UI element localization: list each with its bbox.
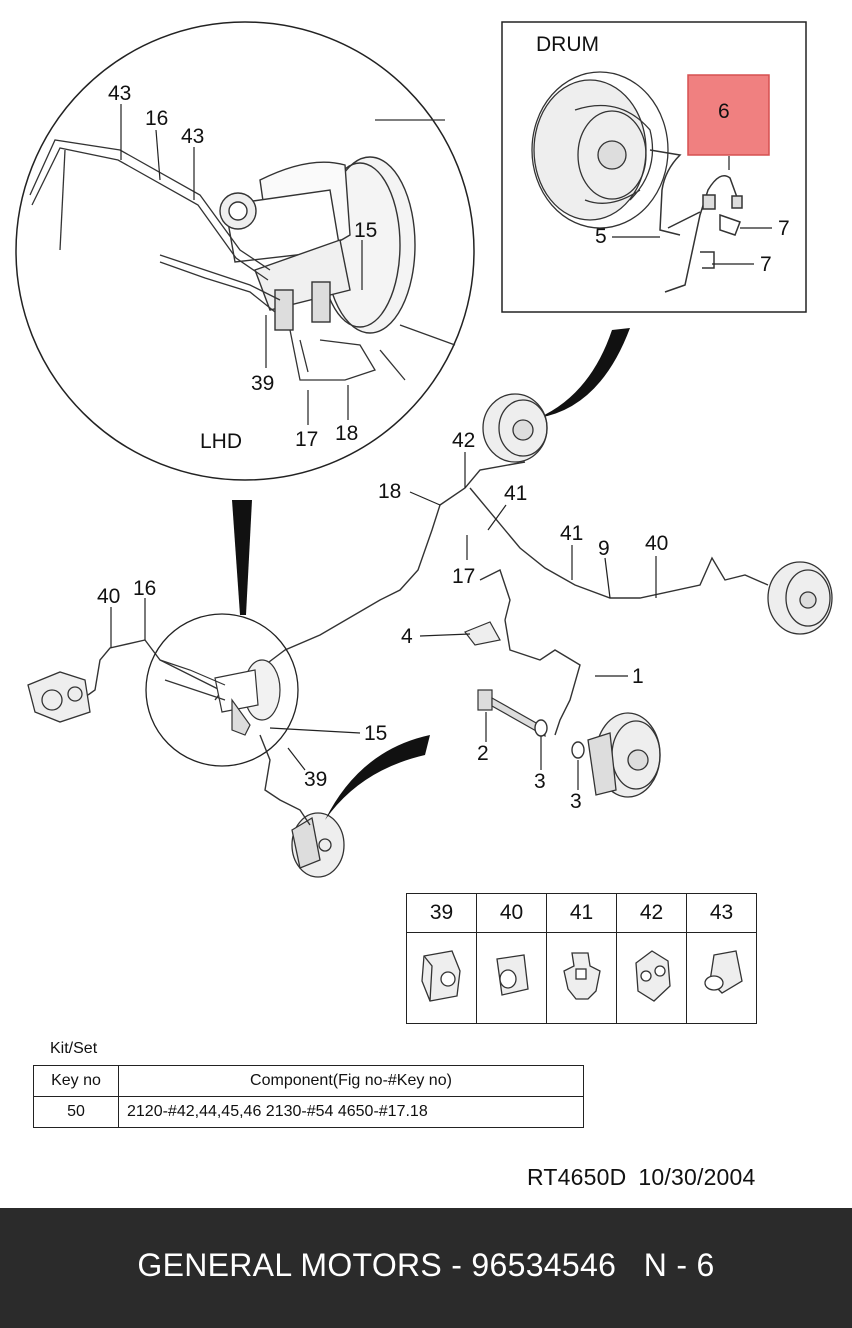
kit-header-component: Component(Fig no-#Key no) xyxy=(118,1065,584,1097)
footer-part-number: 96534546 xyxy=(471,1246,617,1283)
inset-leader-lines xyxy=(612,156,772,265)
clip-header: 40 xyxy=(476,893,547,933)
kit-table: Key no Component(Fig no-#Key no) 50 2120… xyxy=(33,1065,584,1128)
booster-assembly xyxy=(219,156,416,334)
main-label-17: 17 xyxy=(452,565,475,588)
front-brake-disc xyxy=(587,712,661,798)
inset-brake-hose xyxy=(649,149,743,293)
footer-bar: GENERAL MOTORS - 96534546 N - 6 xyxy=(0,1208,852,1328)
detail-label-16: 16 xyxy=(145,107,168,130)
detail-label-39: 39 xyxy=(251,372,274,395)
clip-42-icon xyxy=(616,932,687,1024)
main-label-41a: 41 xyxy=(504,482,527,505)
front-left-caliper xyxy=(27,671,91,723)
main-label-42: 42 xyxy=(452,429,475,452)
detail-side-label: LHD xyxy=(200,430,242,453)
main-label-2: 2 xyxy=(477,742,489,765)
drawing-reference: RT4650D 10/30/2004 xyxy=(527,1164,756,1191)
footer-page-code: N - 6 xyxy=(643,1246,715,1283)
drum-backing-plate xyxy=(531,71,669,229)
main-label-40a: 40 xyxy=(645,532,668,555)
highlight-key-6: 6 xyxy=(718,100,730,123)
main-label-40b: 40 xyxy=(97,585,120,608)
main-label-15: 15 xyxy=(364,722,387,745)
main-label-39: 39 xyxy=(304,768,327,791)
main-label-3b: 3 xyxy=(570,790,582,813)
inset-pointer xyxy=(538,328,630,418)
clip-header: 42 xyxy=(616,893,687,933)
clip-header: 43 xyxy=(686,893,757,933)
bolt-2 xyxy=(477,689,546,738)
main-label-9: 9 xyxy=(598,537,610,560)
inset-label-7b: 7 xyxy=(760,253,772,276)
detail-label-43b: 43 xyxy=(181,125,204,148)
clip-header: 41 xyxy=(546,893,617,933)
rear-drum-top xyxy=(482,393,548,463)
clip-40-icon xyxy=(476,932,547,1024)
kit-row-key: 50 xyxy=(33,1096,119,1128)
main-label-16: 16 xyxy=(133,577,156,600)
inset-label-7a: 7 xyxy=(778,217,790,240)
main-label-3a: 3 xyxy=(534,770,546,793)
inset-label-5: 5 xyxy=(595,225,607,248)
ref-date: 10/30/2004 xyxy=(638,1164,756,1190)
kit-title: Kit/Set xyxy=(50,1040,98,1057)
bottom-pointer xyxy=(325,735,430,820)
clip-41-icon xyxy=(546,932,617,1024)
rear-drum-right xyxy=(767,561,833,635)
ref-code: RT4650D xyxy=(527,1164,627,1190)
brake-line-diagram: DRUM 6 5 7 7 xyxy=(15,21,833,878)
main-label-41b: 41 xyxy=(560,522,583,545)
main-label-18: 18 xyxy=(378,480,401,503)
clip-header: 39 xyxy=(406,893,477,933)
main-label-4: 4 xyxy=(401,625,413,648)
detail-pointer xyxy=(232,500,252,615)
kit-header-key: Key no xyxy=(33,1065,119,1097)
footer-separator: - xyxy=(442,1246,472,1283)
detail-label-15: 15 xyxy=(354,219,377,242)
small-booster xyxy=(159,659,281,736)
bracket-4 xyxy=(464,621,501,646)
kit-row-component: 2120-#42,44,45,46 2130-#54 4650-#17.18 xyxy=(118,1096,584,1128)
front-right-caliper xyxy=(291,812,345,878)
detail-label-17: 17 xyxy=(295,428,318,451)
clip-39-icon xyxy=(406,932,477,1024)
footer-brand: GENERAL MOTORS xyxy=(137,1246,443,1283)
main-leader-lines xyxy=(110,452,657,790)
table-row: 50 2120-#42,44,45,46 2130-#54 4650-#17.1… xyxy=(33,1096,584,1128)
detail-label-43a: 43 xyxy=(108,82,131,105)
main-label-1: 1 xyxy=(632,665,644,688)
clip-table: 39 40 41 42 43 xyxy=(406,893,757,1024)
drum-inset-title: DRUM xyxy=(536,33,599,56)
clip-43-icon xyxy=(686,932,757,1024)
main-brake-lines xyxy=(87,461,769,826)
highlight-box-6[interactable] xyxy=(687,74,770,156)
booster-detail-circle xyxy=(145,613,299,767)
detail-label-18: 18 xyxy=(335,422,358,445)
detail-leader-lines xyxy=(120,104,363,425)
washers-3 xyxy=(534,719,585,759)
footer-text: GENERAL MOTORS - 96534546 N - 6 xyxy=(137,1247,714,1284)
